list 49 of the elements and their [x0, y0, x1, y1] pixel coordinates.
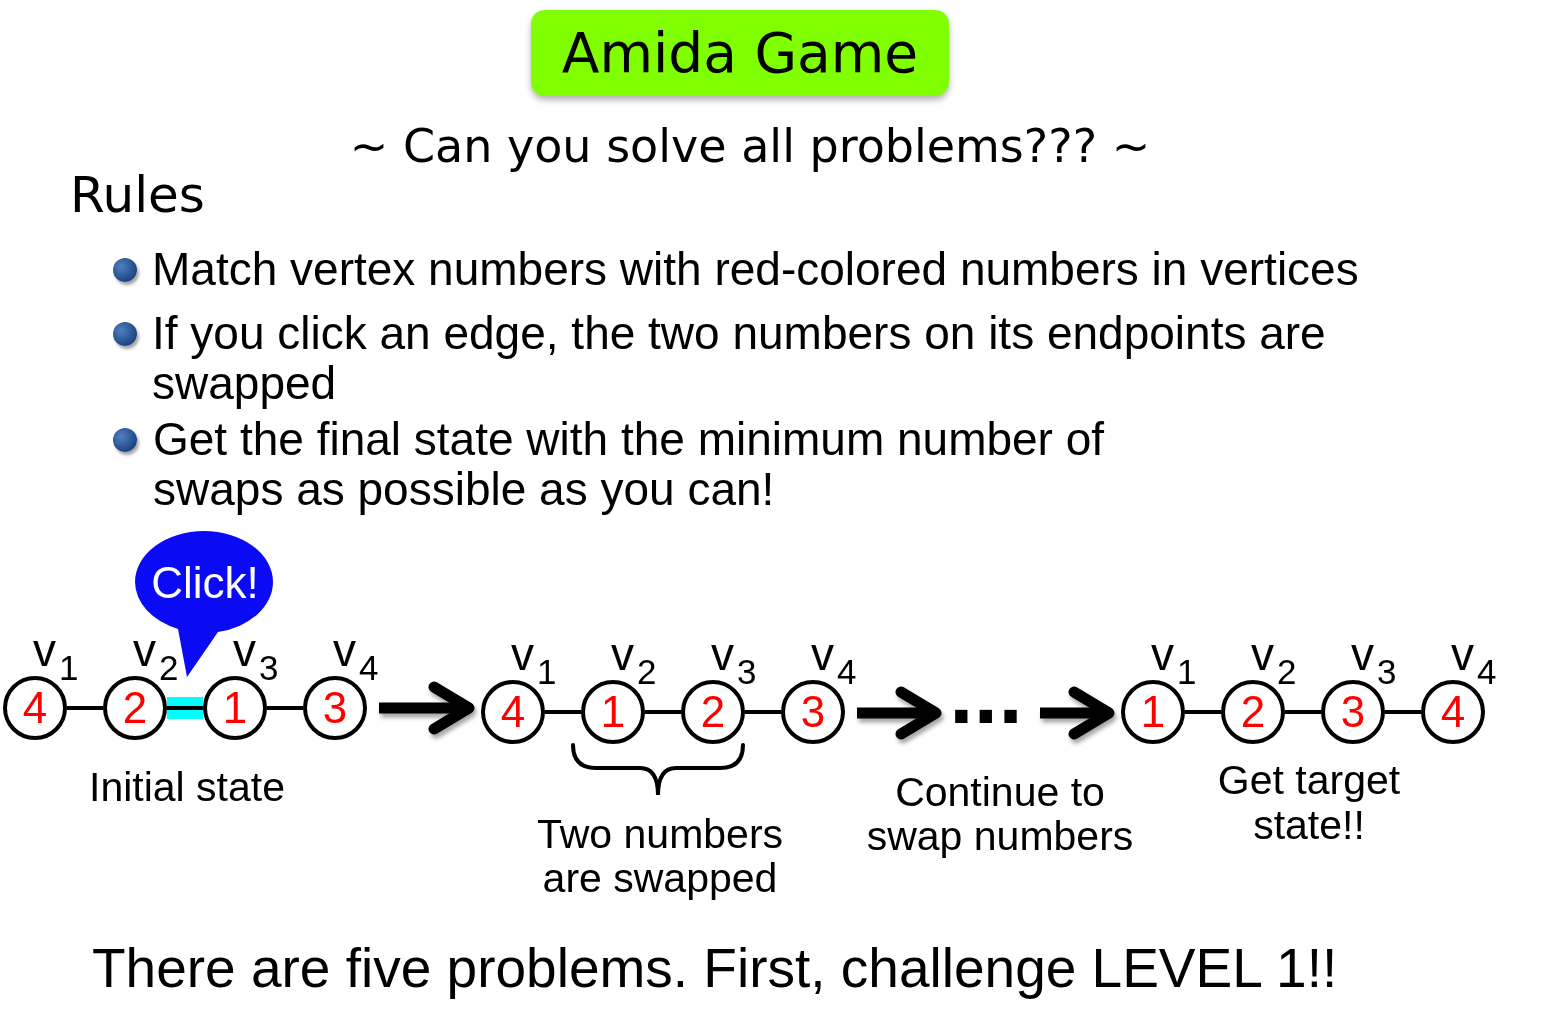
vertex-label: v$_{2}$	[133, 627, 180, 687]
vertex-number: 3	[322, 686, 348, 730]
highlighted-edge	[167, 697, 203, 719]
graph-edge	[645, 710, 681, 714]
vertex-number: 2	[1240, 690, 1266, 734]
vertex-number: 4	[500, 690, 526, 734]
caption: There are five problems. First, challenge LEVEL 1!!	[92, 937, 1338, 999]
vertex-number: 2	[700, 690, 726, 734]
rule-text: Match vertex numbers with red-colored numbers in vertices	[152, 244, 1359, 294]
graph-edge	[745, 710, 781, 714]
vertex-number: 2	[122, 686, 148, 730]
vertex-number: 3	[1340, 690, 1366, 734]
vertex-label: v$_{1}$	[1151, 631, 1198, 691]
arrow	[379, 681, 475, 735]
vertex-label: v$_{2}$	[611, 631, 658, 691]
vertex-label: v$_{4}$	[1451, 631, 1498, 691]
graph-edge	[1185, 710, 1221, 714]
rule-text: Get the final state with the minimum number of swaps as possible as you can!	[153, 414, 1106, 514]
arrow	[857, 686, 942, 740]
bubble-text: Click!	[151, 560, 259, 606]
vertex-label: v$_{4}$	[811, 631, 858, 691]
vertex-number: 1	[1140, 690, 1166, 734]
step-caption: Get target state!!	[1216, 758, 1402, 848]
vertex-label: v$_{3}$	[1351, 631, 1398, 691]
vertex-label: v$_{1}$	[511, 631, 558, 691]
step-caption: Two numbers are swapped	[535, 812, 785, 900]
arrow	[1040, 686, 1115, 740]
vertex-label: v$_{3}$	[233, 627, 280, 687]
graph-edge	[1385, 710, 1421, 714]
graph-edge	[267, 706, 303, 710]
step-caption: Continue to swap numbers	[865, 770, 1135, 858]
vertex-label: v$_{4}$	[333, 627, 380, 687]
vertex-label: v$_{3}$	[711, 631, 758, 691]
rule-text: If you click an edge, the two numbers on its endpoints are swapped	[152, 308, 1327, 408]
vertex-number: 3	[800, 690, 826, 734]
subtitle: ~ Can you solve all problems??? ~	[349, 118, 1151, 174]
vertex-number: 1	[222, 686, 248, 730]
graph-edge	[545, 710, 581, 714]
vertex-number: 1	[600, 690, 626, 734]
ellipsis-text: ...	[948, 664, 1022, 734]
vertex-label: v$_{2}$	[1251, 631, 1298, 691]
step-caption: Initial state	[89, 764, 285, 810]
graph-edge	[67, 706, 103, 710]
section-heading: Rules	[70, 166, 205, 224]
title: Amida Game	[561, 22, 919, 84]
vertex-number: 4	[22, 686, 48, 730]
vertex-number: 4	[1440, 690, 1466, 734]
graph-edge	[1285, 710, 1321, 714]
vertex-label: v$_{1}$	[33, 627, 80, 687]
